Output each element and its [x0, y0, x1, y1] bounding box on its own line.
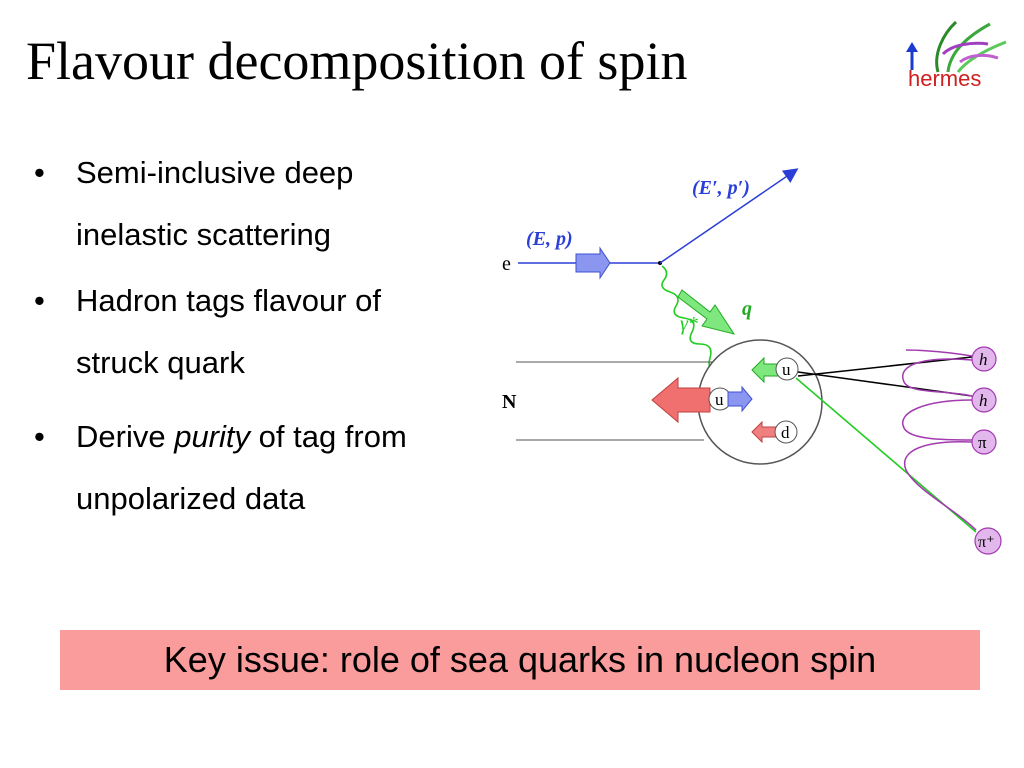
photon-label: γ*: [680, 313, 698, 335]
quark-u-spin-arrow: [727, 385, 753, 413]
hermes-logo-text: hermes: [908, 66, 981, 91]
string-loop: [903, 441, 977, 531]
hermes-logo: hermes: [906, 20, 1007, 91]
bullet-item: Derive purity of tag from unpolarized da…: [30, 406, 510, 530]
bullet-text: inelastic scattering: [76, 217, 332, 252]
fragmentation-line: [797, 356, 973, 377]
string-loop: [901, 399, 973, 441]
bullet-list: Semi-inclusive deep inelastic scattering…: [30, 142, 510, 542]
struck-quark-label: u: [782, 360, 791, 379]
hadron-circle: [971, 429, 997, 455]
hadron-label: π: [978, 433, 987, 452]
bullet-text: struck quark: [76, 345, 245, 380]
hadron-label: π⁺: [978, 534, 995, 551]
outgoing-momentum-label: (E′, p′): [692, 177, 750, 199]
hadron-circle: [971, 387, 997, 413]
hadron-circle: [974, 527, 1002, 555]
bullet-text: Hadron tags flavour of: [76, 283, 382, 318]
hadron-circle: [971, 346, 997, 372]
bullet-emphasis: purity: [174, 419, 251, 454]
bullet-item: Hadron tags flavour of struck quark: [30, 270, 510, 394]
key-issue-box: Key issue: role of sea quarks in nucleon…: [60, 630, 980, 690]
struck-quark-circle: [775, 357, 799, 381]
bullet-item: Semi-inclusive deep inelastic scattering: [30, 142, 510, 266]
bullet-text: Derive: [76, 419, 175, 454]
hadron-label: h: [979, 391, 988, 410]
nucleon-label: N: [502, 391, 517, 413]
outgoing-electron-line: [659, 168, 799, 264]
slide-title: Flavour decomposition of spin: [26, 31, 688, 91]
string-loop: [901, 358, 973, 397]
photon-momentum-arrow: [677, 289, 736, 335]
incoming-momentum-arrow: [575, 246, 611, 280]
bullet-text: unpolarized data: [76, 481, 306, 516]
string-loop: [905, 349, 973, 357]
bullet-text: of tag from: [250, 419, 407, 454]
electron-label: e: [502, 253, 511, 275]
hadron-label: h: [979, 350, 988, 369]
sidis-diagram: (E′, p′) (E, p) e γ* q N u u d h h π π⁺: [502, 168, 1002, 555]
quark-d-label: d: [781, 423, 790, 442]
quark-d-circle: [774, 420, 798, 444]
quark-u-label: u: [715, 390, 724, 409]
bullet-text: Semi-inclusive deep: [76, 155, 354, 190]
q-label: q: [742, 298, 752, 320]
incoming-momentum-label: (E, p): [526, 228, 573, 250]
